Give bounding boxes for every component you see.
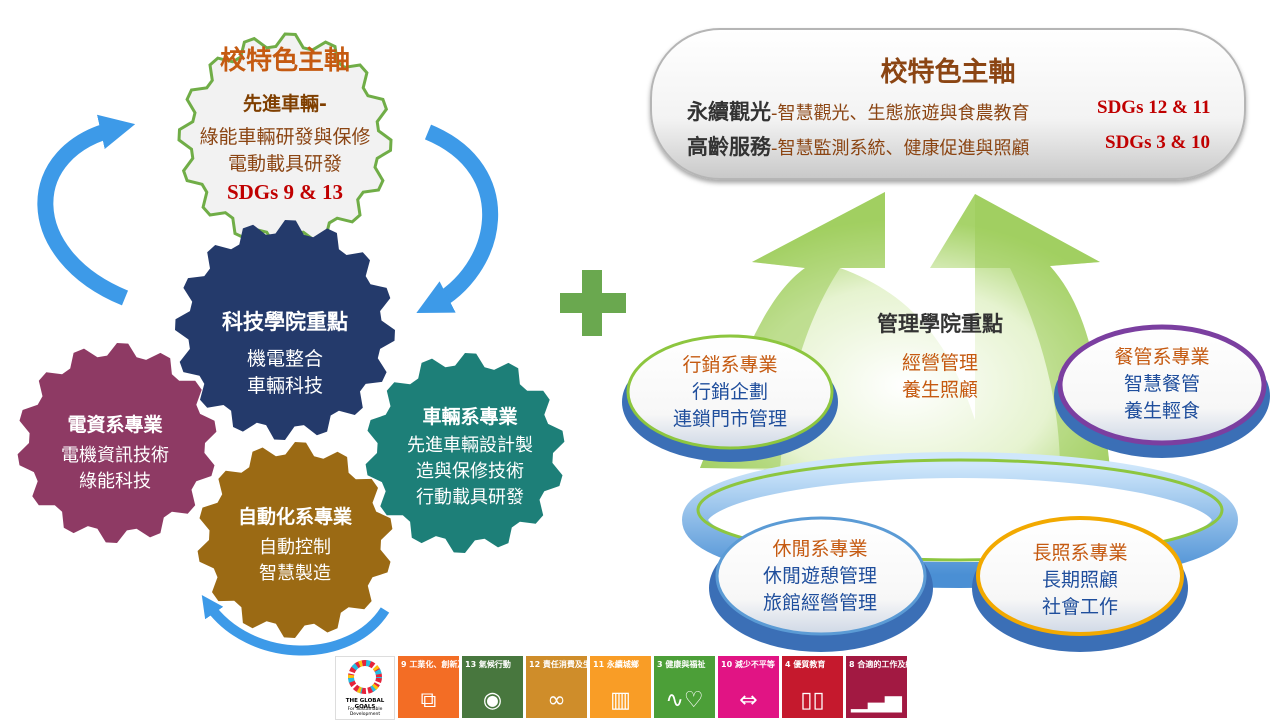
vehicle-gear-label: 車輛系專業 先進車輛設計製 造與保修技術 行動載具研發 <box>385 402 555 509</box>
banner-title: 校特色主軸 <box>880 57 1016 88</box>
electrical-gear-shape <box>17 343 217 543</box>
sdg-tile: 8 合適的工作及經濟成長 ▁▃▅ <box>846 656 907 718</box>
sdg-tile: 4 優質教育 ▯▯ <box>782 656 843 718</box>
sdg-goals-strip: THE GLOBAL GOALS For Sustainable Develop… <box>335 656 907 720</box>
vehicle-gear-line3: 行動載具研發 <box>416 487 524 508</box>
longterm-label: 長照系專業 長期照顧 社會工作 <box>990 538 1170 619</box>
banner-row2-head: 高齡服務 <box>687 135 771 159</box>
equal-icon: ⇔ <box>739 688 758 713</box>
banner-row-tourism: 永續觀光-智慧觀光、生態旅遊與食農教育 SDGs 12 & 11 <box>687 96 1211 126</box>
restaurant-ellipse <box>1054 324 1270 458</box>
tech-gear-line1: 機電整合 <box>246 348 323 370</box>
longterm-line1: 長期照顧 <box>1041 569 1118 591</box>
global-goals-subtitle: For Sustainable Development <box>347 707 383 717</box>
vehicle-gear-title: 車輛系專業 <box>422 406 518 428</box>
top-gear-line1: 先進車輛- <box>243 93 327 115</box>
sdg-tile: 13 氣候行動 ◉ <box>462 656 523 718</box>
sdg-tile: 10 減少不平等 ⇔ <box>718 656 779 718</box>
management-title: 管理學院重點 <box>877 312 1003 336</box>
global-goals-wheel-icon <box>348 660 382 694</box>
sdg-tile-label: 12 責任消費及生產 <box>529 660 587 669</box>
ring-base <box>682 452 1238 588</box>
tech-gear-title: 科技學院重點 <box>222 310 348 334</box>
marketing-ellipse <box>622 334 838 462</box>
tech-gear-shape <box>175 220 395 440</box>
management-line2: 養生照顧 <box>901 379 978 401</box>
tech-gear-label: 科技學院重點 機電整合 車輛科技 <box>190 306 380 398</box>
vehicle-gear-line2: 造與保修技術 <box>416 461 524 482</box>
banner-row2-desc: -智慧監測系統、健康促進與照顧 <box>771 138 1030 159</box>
automation-gear-title: 自動化系專業 <box>237 506 352 528</box>
tech-gear-line2: 車輛科技 <box>246 375 323 397</box>
automation-gear-line2: 智慧製造 <box>259 563 331 584</box>
sdg-tile-label: 4 優質教育 <box>785 660 826 669</box>
electrical-gear-line1: 電機資訊技術 <box>61 445 169 466</box>
automation-gear-label: 自動化系專業 自動控制 智慧製造 <box>215 502 375 585</box>
banner-row1-desc: -智慧觀光、生態旅遊與食農教育 <box>771 103 1030 124</box>
electrical-gear-line2: 綠能科技 <box>79 471 151 492</box>
sdg-tile-label: 8 合適的工作及經濟成長 <box>849 660 907 669</box>
sdg-tile: 9 工業化、創新及基礎建設 ⧉ <box>398 656 459 718</box>
global-goals-logo: THE GLOBAL GOALS For Sustainable Develop… <box>335 656 395 720</box>
top-gear-label: 校特色主軸 先進車輛- 綠能車輛研發與保修 電動載具研發 SDGs 9 & 13 <box>180 40 390 205</box>
marketing-line2: 連鎖門市管理 <box>672 408 787 430</box>
restaurant-line1: 智慧餐管 <box>1123 373 1200 395</box>
top-gear-line2: 綠能車輛研發與保修 <box>199 126 371 148</box>
sdg-tile-label: 10 減少不平等 <box>721 660 775 669</box>
restaurant-label: 餐管系專業 智慧餐管 養生輕食 <box>1072 342 1252 423</box>
sdg-tile-label: 11 永續城鄉 <box>593 660 639 669</box>
book-icon: ▯▯ <box>800 688 825 713</box>
marketing-label: 行銷系專業 行銷企劃 連鎖門市管理 <box>640 350 820 431</box>
automation-gear-line1: 自動控制 <box>259 537 331 558</box>
banner-row1-sdgs: SDGs 12 & 11 <box>1097 97 1211 118</box>
longterm-title: 長照系專業 <box>1032 542 1128 564</box>
longterm-line2: 社會工作 <box>1041 596 1118 618</box>
leisure-line2: 旅館經營管理 <box>762 592 877 614</box>
restaurant-line2: 養生輕食 <box>1123 400 1200 422</box>
management-label: 管理學院重點 經營管理 養生照顧 <box>855 308 1025 402</box>
right-theme-banner: 校特色主軸 永續觀光-智慧觀光、生態旅遊與食農教育 SDGs 12 & 11 高… <box>650 28 1246 180</box>
heartbeat-icon: ∿♡ <box>665 688 704 713</box>
leisure-label: 休閒系專業 休閒遊憩管理 旅館經營管理 <box>730 534 910 615</box>
sdg-tile: 11 永續城鄉 ▥ <box>590 656 651 718</box>
longterm-ellipse <box>972 516 1188 652</box>
restaurant-title: 餐管系專業 <box>1114 346 1210 368</box>
sdg-tile: 3 健康與福祉 ∿♡ <box>654 656 715 718</box>
banner-row-elderly: 高齡服務-智慧監測系統、健康促進與照顧 SDGs 3 & 10 <box>687 131 1210 161</box>
marketing-title: 行銷系專業 <box>682 354 778 376</box>
cycle-arrow-top-left <box>37 114 136 306</box>
top-gear-sdgs: SDGs 9 & 13 <box>226 180 344 204</box>
infinity-icon: ∞ <box>547 688 566 713</box>
sdg-tile: 12 責任消費及生產 ∞ <box>526 656 587 718</box>
management-line1: 經營管理 <box>901 352 978 374</box>
global-goals-title: THE GLOBAL GOALS <box>345 698 385 710</box>
cycle-arrow-top-right <box>416 124 499 314</box>
vehicle-gear-shape <box>365 353 565 553</box>
cubes-icon: ⧉ <box>420 688 437 713</box>
automation-gear-shape <box>197 442 393 638</box>
marketing-line1: 行銷企劃 <box>691 381 768 403</box>
sdg-tile-label: 3 健康與福祉 <box>657 660 706 669</box>
sdg-tile-label: 9 工業化、創新及基礎建設 <box>401 660 459 669</box>
top-gear-title: 校特色主軸 <box>219 46 350 76</box>
vehicle-gear-line1: 先進車輛設計製 <box>407 435 533 456</box>
electrical-gear-label: 電資系專業 電機資訊技術 綠能科技 <box>40 410 190 493</box>
leisure-line1: 休閒遊憩管理 <box>762 565 877 587</box>
eye-icon: ◉ <box>482 688 503 713</box>
top-gear-line3: 電動載具研發 <box>227 153 342 175</box>
banner-row2-sdgs: SDGs 3 & 10 <box>1105 132 1211 153</box>
sdg-tiles: 9 工業化、創新及基礎建設 ⧉ 13 氣候行動 ◉ 12 責任消費及生產 ∞ 11 永續城鄉… <box>398 656 907 718</box>
chart-icon: ▁▃▅ <box>851 688 902 713</box>
plus-sign <box>560 270 626 336</box>
banner-row1-head: 永續觀光 <box>687 100 771 124</box>
leisure-title: 休閒系專業 <box>772 538 868 560</box>
sdg-tile-label: 13 氣候行動 <box>465 660 511 669</box>
electrical-gear-title: 電資系專業 <box>67 414 163 436</box>
left-cycle-arrows <box>37 114 499 656</box>
buildings-icon: ▥ <box>610 688 631 713</box>
cycle-arrow-bottom <box>201 594 390 656</box>
leisure-ellipse <box>709 516 933 652</box>
